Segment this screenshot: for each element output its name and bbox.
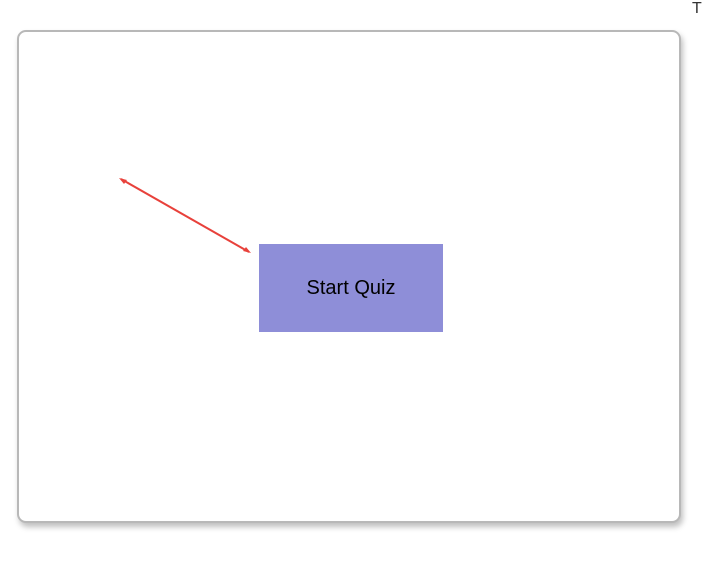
start-quiz-button[interactable]: Start Quiz: [259, 244, 443, 332]
start-quiz-label: Start Quiz: [306, 276, 396, 299]
corner-text: T: [692, 0, 702, 17]
